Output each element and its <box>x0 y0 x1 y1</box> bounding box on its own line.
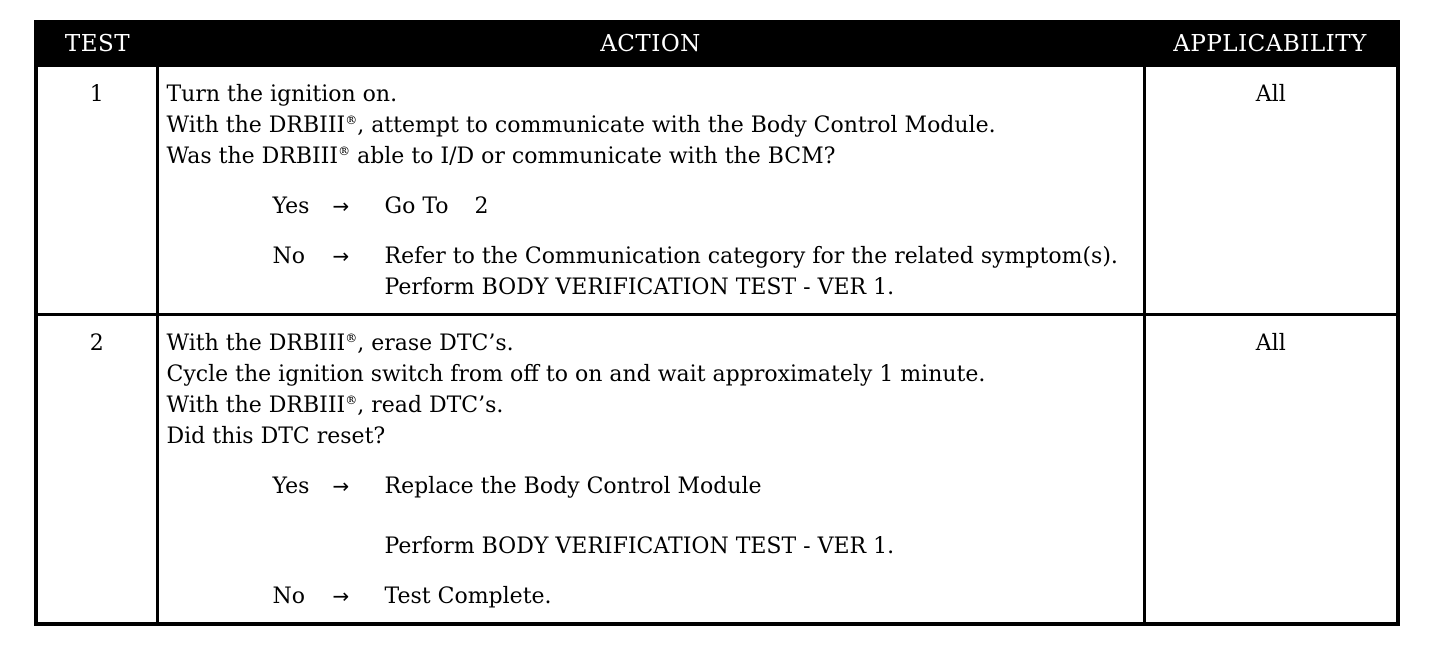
action-cell: With the DRBIII®, erase DTC’s. Cycle the… <box>155 313 1146 626</box>
registered-mark: ® <box>338 144 351 158</box>
answer-no: No → Test Complete. <box>273 581 1137 612</box>
answer-label: Yes <box>272 194 310 219</box>
action-step: Cycle the ignition switch from off to on… <box>166 362 986 387</box>
action-step: With the DRBIII®, erase DTC’s. <box>166 331 514 356</box>
action-step: With the DRBIII®, read DTC’s. <box>166 393 504 418</box>
answer-label: No <box>272 584 306 609</box>
diagnostic-table: TEST ACTION APPLICABILITY 1 Turn the ign… <box>34 20 1400 626</box>
action-step: Turn the ignition on. <box>166 82 398 107</box>
test-number: 2 <box>34 313 159 626</box>
answer-label: No <box>272 244 306 269</box>
header-test: TEST <box>36 22 157 66</box>
table-row: 2 With the DRBIII®, erase DTC’s. Cycle t… <box>34 313 1400 626</box>
diagnostic-page: TEST ACTION APPLICABILITY 1 Turn the ign… <box>34 20 1400 626</box>
registered-mark: ® <box>345 393 358 407</box>
action-step: Did this DTC reset? <box>166 424 386 449</box>
answer-label: Yes <box>272 474 310 499</box>
action-step: With the DRBIII®, attempt to communicate… <box>166 113 996 138</box>
goto-test-number: 2 <box>474 194 489 219</box>
applicability-value: All <box>1142 64 1400 316</box>
header-action: ACTION <box>157 22 1144 66</box>
applicability-value: All <box>1142 313 1400 626</box>
arrow-right-icon: → <box>332 194 350 218</box>
header-applicability: APPLICABILITY <box>1144 22 1398 66</box>
test-number: 1 <box>34 64 159 316</box>
answer-yes: Yes → Replace the Body Control Module Pe… <box>273 471 1137 562</box>
answer-no: No → Refer to the Communication category… <box>273 241 1137 303</box>
arrow-right-icon: → <box>332 244 350 268</box>
answer-result: Test Complete. <box>384 584 552 609</box>
table-row: 1 Turn the ignition on. With the DRBIII®… <box>34 64 1400 316</box>
registered-mark: ® <box>345 331 358 345</box>
action-cell: Turn the ignition on. With the DRBIII®, … <box>155 64 1146 316</box>
table-header-row: TEST ACTION APPLICABILITY <box>36 22 1398 66</box>
arrow-right-icon: → <box>332 474 350 498</box>
arrow-right-icon: → <box>332 584 350 608</box>
answer-result: Refer to the Communication category for … <box>384 244 1118 300</box>
registered-mark: ® <box>345 113 358 127</box>
action-step: Was the DRBIII® able to I/D or communica… <box>166 144 836 169</box>
answer-result: Replace the Body Control Module Perform … <box>384 474 895 559</box>
